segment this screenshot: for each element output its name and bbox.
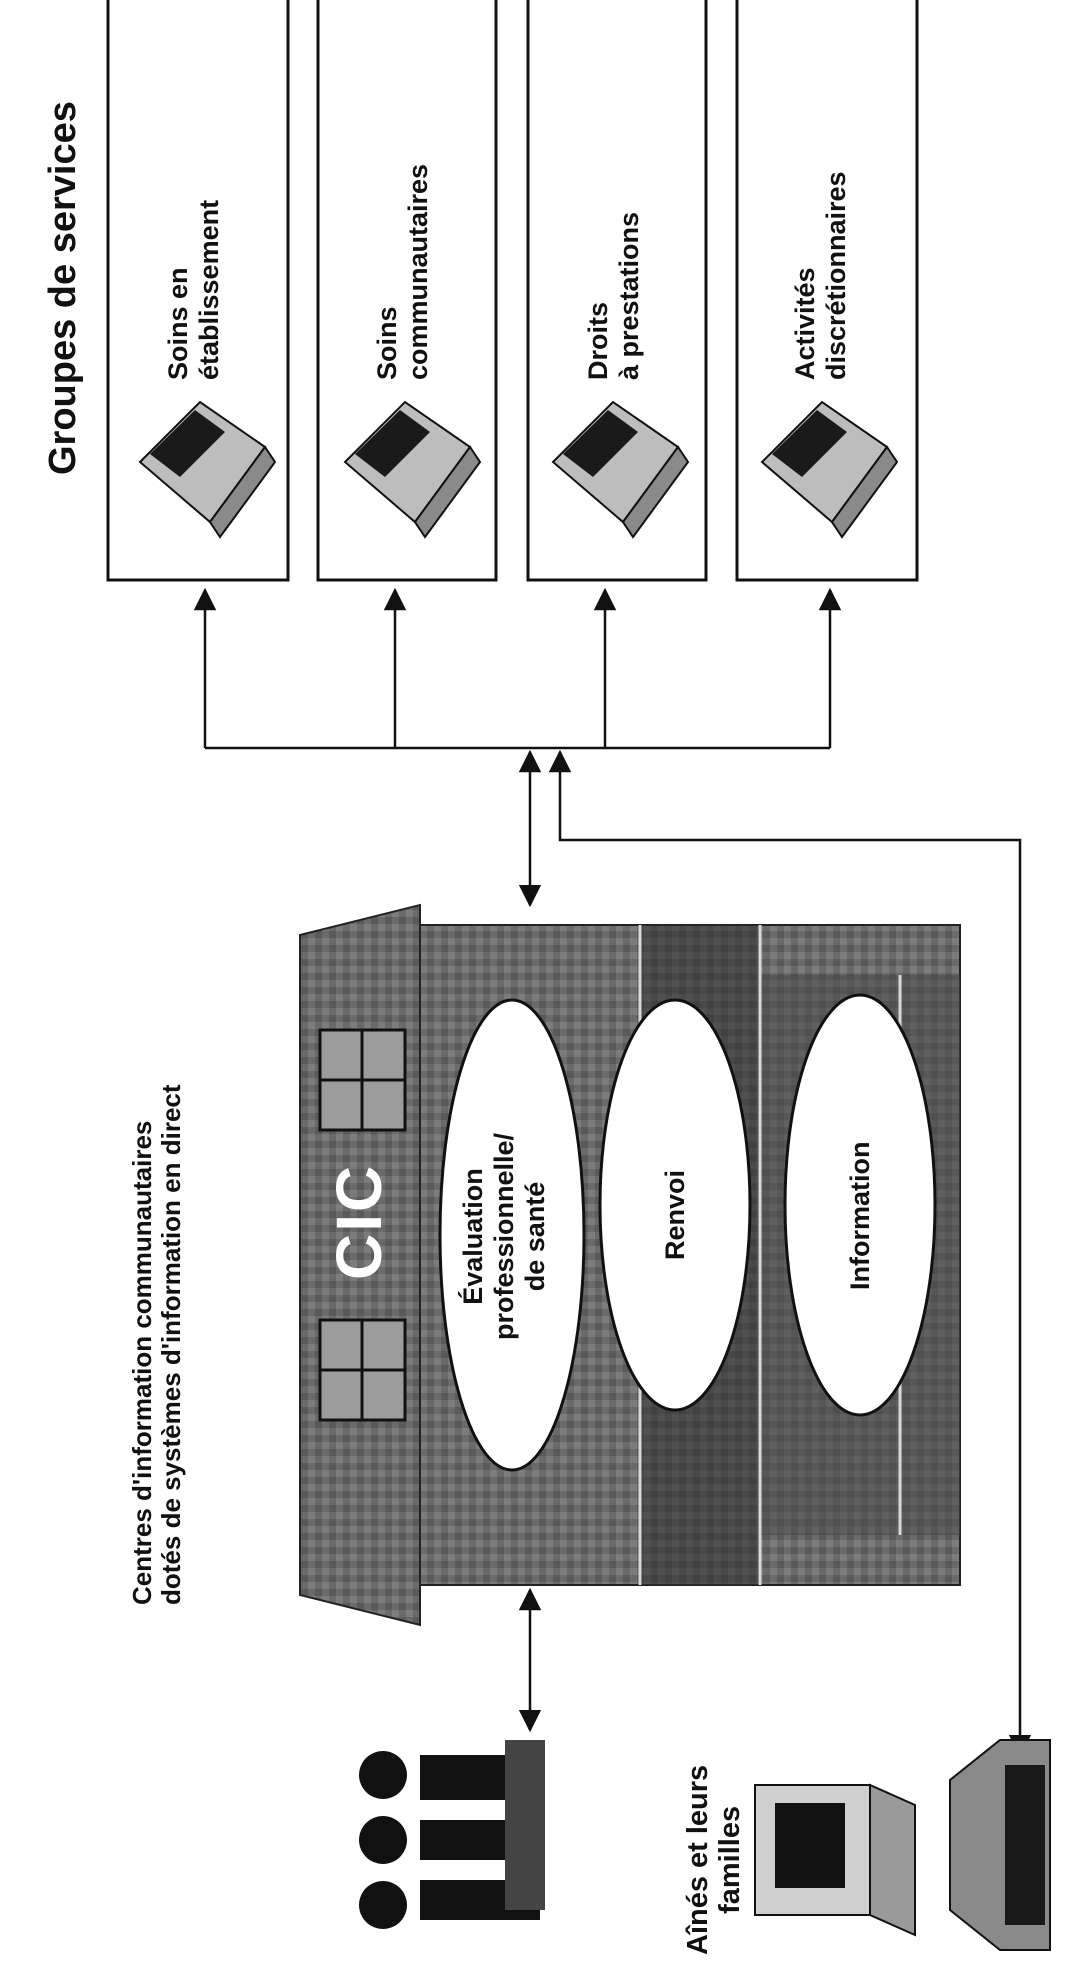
oval-evaluation bbox=[438, 998, 586, 1472]
oval-label-line: Renvoi bbox=[660, 1169, 690, 1260]
laptop-icon bbox=[760, 400, 899, 539]
building-illustration bbox=[299, 903, 961, 1627]
services-title: Groupes de services bbox=[42, 101, 84, 475]
desktop-computer-icon bbox=[754, 1783, 916, 1937]
service-label-line: Activités bbox=[790, 267, 820, 380]
laptop-icon bbox=[343, 400, 482, 539]
oval-label-line: Évaluation bbox=[458, 1168, 488, 1305]
oval-label-evaluation: Évaluation professionnelle/ de santé bbox=[458, 1133, 551, 1340]
laptop-icon bbox=[551, 400, 690, 539]
service-label-1: Soins en établissement bbox=[163, 200, 225, 380]
cic-caption-line: dotés de systèmes d'information en direc… bbox=[156, 1084, 186, 1605]
oval-label-line: de santé bbox=[520, 1181, 550, 1292]
cic-caption: Centres d'information communautaires dot… bbox=[127, 1084, 186, 1605]
service-label-line: Droits bbox=[583, 301, 613, 380]
service-label-line: à prestations bbox=[614, 211, 644, 380]
kiosk-to-services-line bbox=[548, 749, 1032, 1758]
service-label-2: Soins communautaires bbox=[372, 164, 434, 380]
service-bus bbox=[193, 587, 842, 750]
service-label-3: Droits à prestations bbox=[583, 212, 645, 380]
people-icon bbox=[359, 1740, 545, 1929]
oval-label-renvoi: Renvoi bbox=[660, 1170, 691, 1260]
kiosk-terminal-icon bbox=[949, 1739, 1051, 1951]
oval-label-information: Information bbox=[845, 1142, 876, 1291]
elders-caption-line: Aînés et leurs bbox=[682, 1764, 714, 1955]
service-label-line: discrétionnaires bbox=[821, 171, 851, 380]
laptop-icon bbox=[138, 400, 277, 539]
oval-label-line: Information bbox=[845, 1141, 875, 1291]
elders-caption: Aînés et leurs familles bbox=[682, 1765, 746, 1955]
service-label-4: Activités discrétionnaires bbox=[790, 171, 852, 380]
oval-label-line: professionnelle/ bbox=[489, 1132, 519, 1340]
elders-caption-line: familles bbox=[714, 1805, 746, 1914]
service-label-line: Soins bbox=[372, 306, 402, 380]
cic-logo: CIC bbox=[323, 1163, 395, 1280]
cic-caption-line: Centres d'information communautaires bbox=[127, 1120, 157, 1605]
service-label-line: communautaires bbox=[403, 163, 433, 380]
oval-information bbox=[783, 993, 937, 1417]
service-label-line: Soins en bbox=[163, 267, 193, 380]
service-label-line: établissement bbox=[194, 199, 224, 380]
oval-renvoi bbox=[598, 998, 752, 1412]
